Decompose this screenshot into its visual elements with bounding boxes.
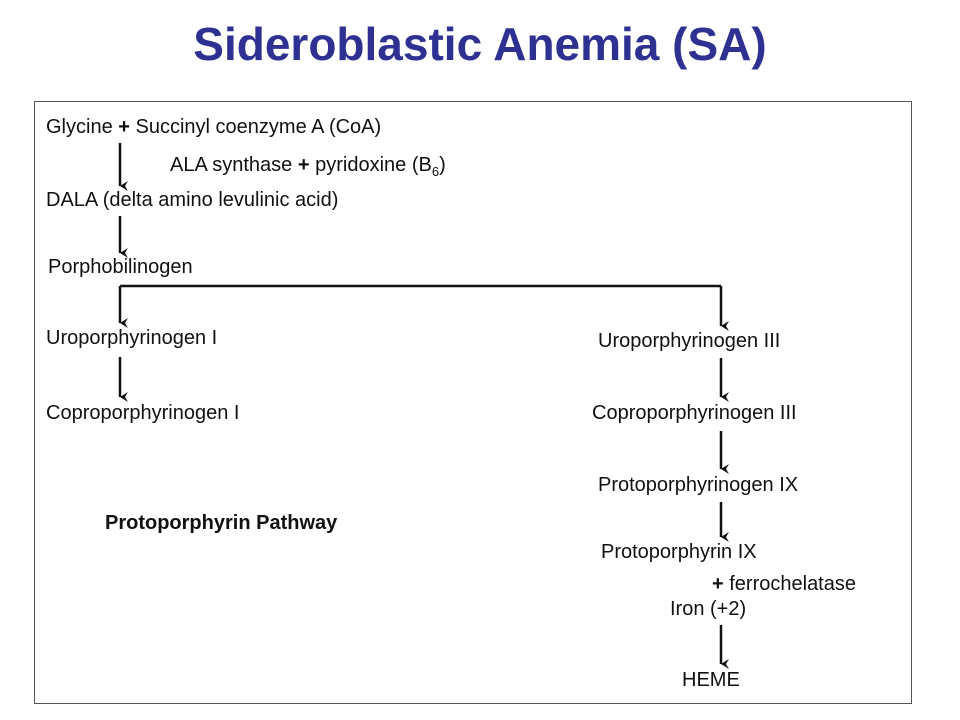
enzyme-ala-synthase: ALA synthase + pyridoxine (B6) (170, 153, 446, 184)
glycine-label: Glycine (46, 116, 113, 138)
product-heme: HEME (682, 669, 740, 691)
ferrochelatase-label: ferrochelatase (729, 573, 856, 595)
right-uroporphyrinogen-iii: Uroporphyrinogen III (598, 330, 781, 352)
right-protoporphyrinogen-ix: Protoporphyrinogen IX (598, 474, 799, 496)
plus-sign: + (118, 116, 130, 138)
step-dala: DALA (delta amino levulinic acid) (46, 189, 339, 211)
right-coproporphyrinogen-iii: Coproporphyrinogen III (592, 402, 797, 424)
step-porphobilinogen: Porphobilinogen (48, 256, 193, 278)
plus-sign: + (297, 154, 310, 176)
iron-label: Iron (+2) (670, 598, 747, 620)
left-uroporphyrinogen-i: Uroporphyrinogen I (46, 327, 218, 349)
slide-title: Sideroblastic Anemia (SA) (193, 18, 767, 70)
right-protoporphyrin-ix: Protoporphyrin IX (601, 541, 757, 563)
pyridoxine-subscript: 6 (431, 164, 440, 179)
succinyl-coa-label: Succinyl coenzyme A (CoA) (135, 116, 382, 138)
cofactor-ferrochelatase: + ferrochelatase (712, 572, 856, 596)
step-glycine-succinyl-coa: Glycine + Succinyl coenzyme A (CoA) (46, 115, 381, 139)
left-coproporphyrinogen-i: Coproporphyrinogen I (46, 402, 240, 424)
pyridoxine-close: ) (439, 154, 446, 176)
diagram-frame (34, 101, 912, 704)
pyridoxine-label: pyridoxine (B (315, 154, 432, 176)
ala-synthase-label: ALA synthase (170, 154, 293, 176)
pathway-caption: Protoporphyrin Pathway (105, 512, 338, 534)
plus-sign: + (712, 573, 724, 595)
